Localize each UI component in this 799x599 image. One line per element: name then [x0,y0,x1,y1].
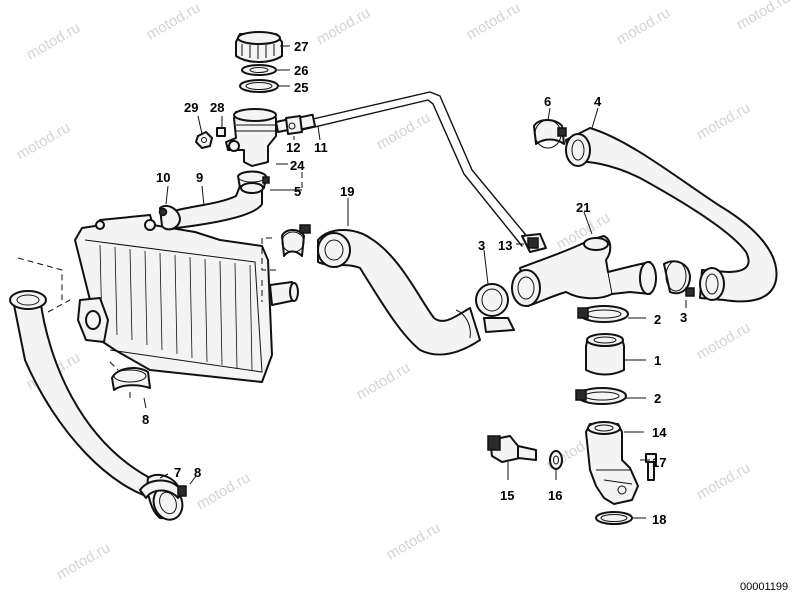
watermark: motod.ru [24,19,84,63]
callout-29: 29 [184,100,198,115]
callout-4: 4 [594,94,602,109]
water-flange-14 [585,421,639,505]
screw-17 [645,453,657,481]
callout-24: 24 [290,158,305,173]
temperature-sensor-15 [487,435,537,463]
callout-17: 17 [652,455,666,470]
hose-clamp-2-lower [575,387,627,405]
watermark: motod.ru [694,319,754,363]
watermark: motod.ru [694,99,754,143]
radiator-hose-4 [565,127,778,303]
watermark: motod.ru [694,459,754,503]
watermark: motod.ru [354,359,414,403]
t-connector-21 [511,235,657,307]
watermark: motod.ru [614,4,674,48]
watermark: motod.ru [734,0,794,33]
callout-2-lower: 2 [654,391,661,406]
callout-12: 12 [286,140,300,155]
callout-10: 10 [156,170,170,185]
clip-13 [521,233,547,253]
gasket-25 [239,79,279,93]
sleeve-1 [585,333,625,376]
hose-clamp-2-upper [577,305,629,323]
callout-16: 16 [548,488,562,503]
callout-26: 26 [294,63,308,78]
watermark: motod.ru [384,519,444,563]
watermark: motod.ru [314,4,374,48]
callout-11: 11 [314,140,328,155]
upper-hose-19 [317,229,481,356]
seal-ring-26 [241,64,277,76]
hose-clamp-8-upper [111,367,151,391]
callout-7: 7 [174,465,181,480]
watermark: motod.ru [54,539,114,583]
hose-clamp-10 [158,204,181,231]
callout-8-lower: 8 [194,465,201,480]
callout-labels: 27 26 25 29 28 12 11 24 10 9 5 19 6 4 21… [142,39,687,527]
callout-15: 15 [500,488,514,503]
bolt-28 [216,127,226,137]
callout-6: 6 [544,94,551,109]
watermark: motod.ru [194,469,254,513]
filler-cap-27 [235,31,283,63]
watermark: motod.ru [14,119,74,163]
callout-21: 21 [576,200,590,215]
bypass-hose-9 [165,182,264,230]
hose-clamp-3-right [663,260,695,297]
catalog-number: 00001199 [740,581,788,593]
callout-1: 1 [654,353,661,368]
callout-5: 5 [294,184,301,199]
callout-2-upper: 2 [654,312,661,327]
callout-3-right: 3 [680,310,687,325]
hose-clamp-8-lower [139,479,187,499]
hose-clamp-5-right [281,224,311,257]
callout-18: 18 [652,512,666,527]
watermark: motod.ru [374,109,434,153]
callout-9: 9 [196,170,203,185]
seal-ring-16 [549,450,563,470]
callout-19: 19 [340,184,354,199]
callout-25: 25 [294,80,308,95]
callout-28: 28 [210,100,224,115]
hose-clamp-3-left [475,283,515,333]
connector-12 [285,115,303,135]
radiator [74,214,299,383]
callout-27: 27 [294,39,308,54]
callout-8-upper: 8 [142,412,149,427]
hose-clamp-6 [533,119,567,149]
nut-29 [195,131,213,149]
filler-neck-24 [225,108,299,167]
watermark: motod.ru [144,0,204,43]
callout-13: 13 [498,238,512,253]
leader-lines [143,45,687,519]
callout-3-left: 3 [478,238,485,253]
gasket-18 [595,511,633,525]
callout-14: 14 [652,425,667,440]
watermark: motod.ru [464,0,524,43]
